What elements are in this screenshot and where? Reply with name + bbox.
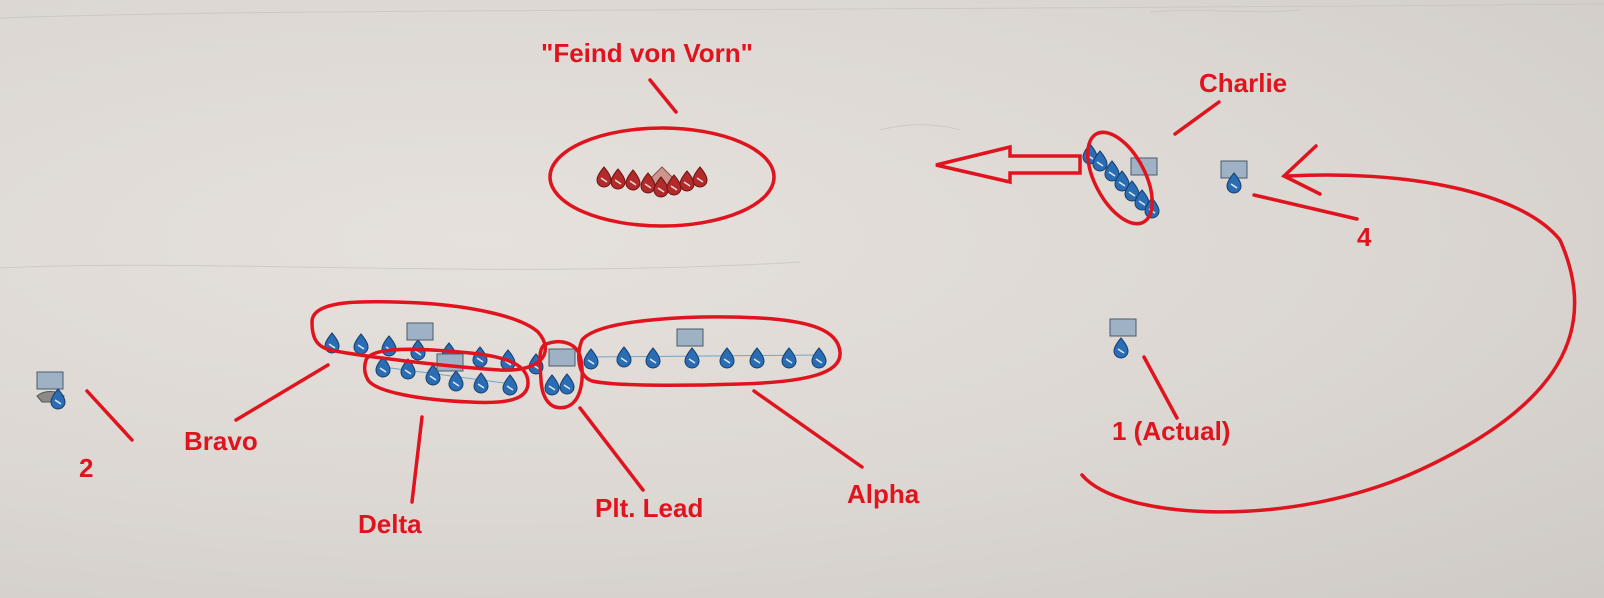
maneuver-curve-arrowhead <box>1280 144 1322 196</box>
alpha-leader-line <box>752 389 864 469</box>
advance-arrow <box>935 144 1082 185</box>
plt-lead-label: Plt. Lead <box>595 493 704 523</box>
actual-leader-line <box>1142 355 1179 420</box>
terrain-texture <box>0 3 1604 270</box>
delta-circle <box>362 347 530 405</box>
bravo-label: Bravo <box>184 426 258 456</box>
charlie-leader-line <box>1173 100 1221 136</box>
enemy-circle <box>548 126 776 228</box>
unit-2-marker[interactable] <box>36 371 66 410</box>
platoon-lead-group[interactable] <box>544 348 576 396</box>
charlie-circle <box>1086 130 1154 226</box>
alpha-unit-group[interactable] <box>583 328 827 370</box>
annotation-overlay <box>85 78 1577 514</box>
plt-lead-leader-line <box>578 406 645 492</box>
unit-4-marker[interactable] <box>1220 160 1248 194</box>
plt-lead-circle <box>538 340 584 410</box>
four-label: 4 <box>1357 222 1372 252</box>
charlie-label: Charlie <box>1199 68 1288 98</box>
enemy-leader-line <box>648 78 678 114</box>
delta-leader-line <box>410 415 424 504</box>
unit-1-actual-marker[interactable] <box>1109 318 1137 359</box>
two-label: 2 <box>79 453 94 483</box>
alpha-circle <box>577 315 842 387</box>
delta-label: Delta <box>358 509 422 539</box>
bravo-circle <box>310 299 548 372</box>
maneuver-curve <box>1080 173 1577 514</box>
actual-label: 1 (Actual) <box>1112 416 1231 446</box>
enemy-label: "Feind von Vorn" <box>541 38 753 68</box>
delta-unit-group[interactable] <box>375 353 518 396</box>
bravo-leader-line <box>234 363 330 422</box>
alpha-label: Alpha <box>847 479 920 509</box>
enemy-unit-group[interactable] <box>596 166 708 198</box>
four-leader-line <box>1252 193 1359 221</box>
two-leader-line <box>85 389 134 442</box>
